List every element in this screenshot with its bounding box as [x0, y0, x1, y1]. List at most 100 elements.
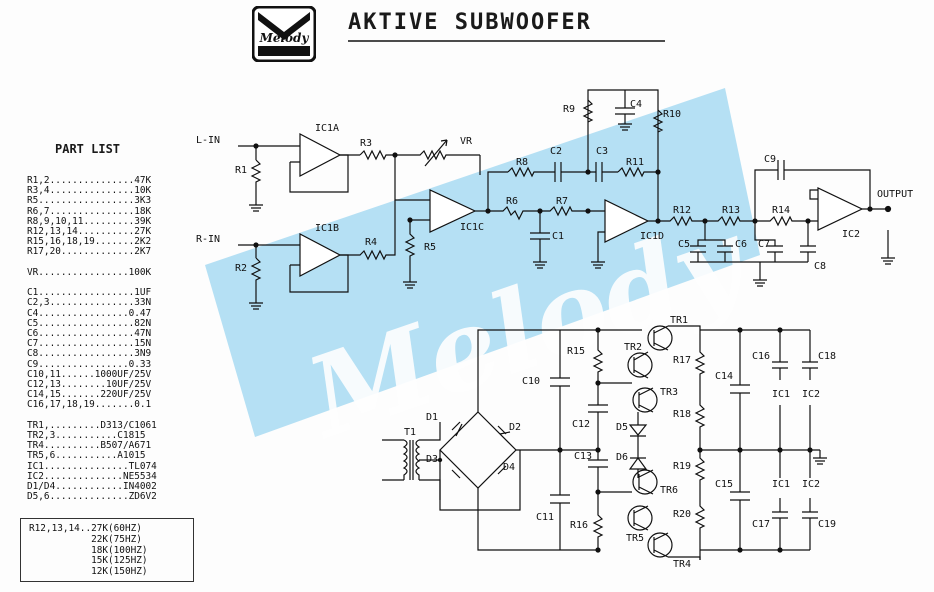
label-r18: R18 [673, 409, 692, 420]
label-ic2-top: IC2 [802, 389, 821, 400]
label-ic1b: IC1B [315, 223, 340, 234]
label-c9: C9 [764, 154, 777, 165]
label-r16: R16 [570, 520, 589, 531]
label-r13: R13 [722, 205, 741, 216]
label-ic1d: IC1D [640, 231, 665, 242]
label-d4: D4 [503, 462, 516, 473]
label-d2: D2 [509, 422, 522, 433]
label-c19: C19 [818, 519, 837, 530]
part-list-line: C14,15.......220UF/25V [27, 389, 152, 401]
part-list-line: C9................0.33 [27, 358, 152, 370]
label-c15: C15 [715, 479, 734, 490]
label-r1: R1 [235, 165, 248, 176]
label-c2: C2 [550, 146, 563, 157]
part-list-line: D5,6..............ZD6V2 [27, 491, 157, 503]
label-c7: C7 [758, 239, 771, 250]
label-r10: R10 [663, 109, 682, 120]
part-list-line: IC1...............TL074 [27, 460, 157, 472]
part-list-line: TR2,3...........C1815 [27, 430, 146, 441]
part-list-line: TR4..........B507/A671 [27, 440, 152, 452]
part-list-line: C12,13........10UF/25V [27, 379, 152, 390]
part-list-line: R12,13,14..........27K [27, 226, 152, 237]
label-r19: R19 [673, 461, 692, 472]
part-list-line: R3,4...............10K [27, 185, 152, 197]
label-r11: R11 [626, 157, 645, 168]
melody-logo: Melody [251, 5, 317, 63]
label-c4: C4 [630, 99, 643, 110]
label-r14: R14 [772, 205, 791, 216]
label-r15: R15 [567, 346, 586, 357]
label-c18: C18 [818, 351, 837, 362]
part-list-line: R8,9,10,11.........39K [27, 215, 152, 227]
label-r4: R4 [365, 237, 378, 248]
label-ic2-bot: IC2 [802, 479, 821, 490]
label-c11: C11 [536, 512, 555, 523]
label-c8: C8 [814, 261, 827, 272]
frequency-table-line: R12,13,14..27K(60HZ) [29, 523, 142, 534]
label-ic1c: IC1C [460, 222, 485, 233]
label-c10: C10 [522, 376, 541, 387]
label-r8: R8 [516, 157, 529, 168]
label-tr4: TR4 [673, 559, 692, 570]
label-r3: R3 [360, 138, 373, 149]
part-list-line: C7.................15N [27, 338, 152, 350]
part-list-line: C4................0.47 [27, 307, 152, 319]
label-tr6: TR6 [660, 485, 679, 496]
part-list-line: C8.................3N9 [27, 348, 152, 360]
label-c6: C6 [735, 239, 748, 250]
part-list-line: R5.................3K3 [27, 195, 152, 207]
label-tr5: TR5 [626, 533, 645, 544]
logo-text: Melody [259, 31, 310, 45]
label-tr2: TR2 [624, 342, 643, 353]
label-l-in: L-IN [196, 135, 221, 146]
label-c14: C14 [715, 371, 734, 382]
label-d3: D3 [426, 454, 439, 465]
frequency-table-line: 15K(125HZ) [29, 555, 148, 567]
label-c16: C16 [752, 351, 771, 362]
label-ic1-bot: IC1 [772, 479, 791, 490]
label-output: OUTPUT [877, 189, 914, 200]
part-list-line: D1/D4............IN4002 [27, 481, 157, 492]
label-c17: C17 [752, 519, 771, 530]
label-r2: R2 [235, 263, 248, 274]
label-r20: R20 [673, 509, 692, 520]
part-list-line: R17,20.............2K7 [27, 246, 152, 258]
label-r9: R9 [563, 104, 576, 115]
label-r17: R17 [673, 355, 692, 366]
label-d6: D6 [616, 452, 629, 463]
label-t1: T1 [404, 427, 417, 438]
label-d1: D1 [426, 412, 439, 423]
label-tr3: TR3 [660, 387, 679, 398]
frequency-table-line: 22K(75HZ) [29, 533, 142, 545]
part-list-line: IC2..............NE5534 [27, 470, 157, 482]
label-tr1: TR1 [670, 315, 689, 326]
part-list-line: R15,16,18,19.......2K2 [27, 236, 152, 248]
label-r6: R6 [506, 196, 519, 207]
label-r7: R7 [556, 196, 569, 207]
label-r12: R12 [673, 205, 692, 216]
part-list-title: PART LIST [55, 142, 121, 156]
label-c12: C12 [572, 419, 591, 430]
label-r5: R5 [424, 242, 437, 253]
label-r-in: R-IN [196, 234, 221, 245]
label-d5: D5 [616, 422, 629, 433]
label-vr: VR [460, 136, 473, 147]
part-list-line: C10,11......1000UF/25V [27, 368, 152, 380]
part-list-line: R1,2...............47K [27, 175, 152, 186]
part-list-line: C16,17,18,19.......0.1 [27, 399, 152, 411]
frequency-table: R12,13,14..27K(60HZ) 22K(75HZ) 18K(100HZ… [20, 518, 194, 582]
frequency-table-line: 18K(100HZ) [29, 544, 148, 556]
label-ic2: IC2 [842, 229, 861, 240]
label-ic1-top: IC1 [772, 389, 791, 400]
part-list-line: TR5,6...........A1015 [27, 450, 146, 462]
label-c13: C13 [574, 451, 593, 462]
part-list-line: C6.................47N [27, 328, 152, 339]
part-list-line: C2,3...............33N [27, 297, 152, 309]
part-list-line: VR................100K [27, 266, 152, 278]
label-ic1a: IC1A [315, 123, 340, 134]
label-c5: C5 [678, 239, 691, 250]
part-list-line: TR1,.........D313/C1061 [27, 419, 157, 431]
